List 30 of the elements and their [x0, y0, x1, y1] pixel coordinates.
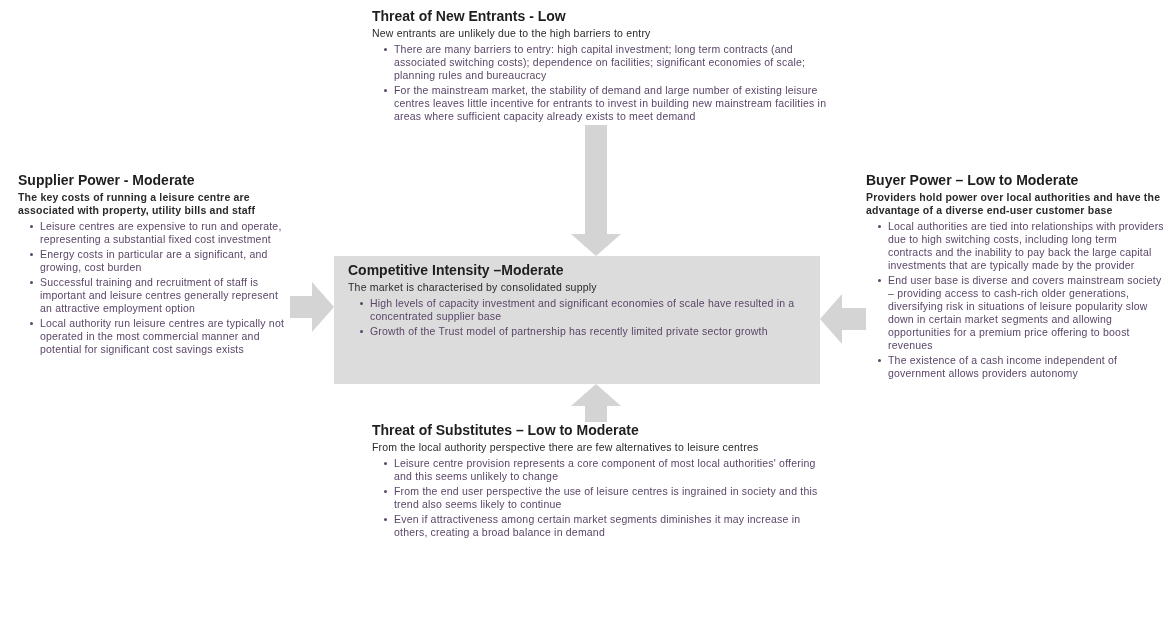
block-arrow — [571, 125, 621, 256]
section-heading: Buyer Power – Low to Moderate — [866, 172, 1080, 188]
summary-text: The key costs of running a leisure centre are associated with property, utility bills and staff — [18, 191, 257, 217]
bullet-point: Leisure centre provision represents a core component of most local authorities' offering and this seems unlikely to change — [394, 457, 816, 482]
section-heading: Supplier Power - Moderate — [18, 172, 196, 188]
bullet-point: Even if attractiveness among certain market segments diminishes it may increase in others, creating a broad balance in demand — [394, 513, 801, 538]
bullet-point: Successful training and recruitment of staff is important and leisure centres generally represent an attractive employment option — [40, 276, 278, 314]
section-heading: Threat of New Entrants - Low — [372, 8, 567, 24]
bullet-point: From the end user perspective the use of leisure centres is ingrained in society and this trend also seems likely to continue — [394, 485, 818, 510]
force-section — [866, 172, 1164, 382]
bullet-point: For the mainstream market, the stability of demand and large number of existing leisure centres leaves little incentive for entrants to invest in building new mainstream facilities in areas where sufficient capacity already exists to meet demand — [394, 84, 827, 122]
bullet-point: Local authority run leisure centres are typically not operated in the most commercial manner and potential for significant cost savings exists — [40, 317, 285, 355]
block-arrow — [290, 282, 334, 332]
section-heading: Threat of Substitutes – Low to Moderate — [372, 422, 640, 438]
block-arrow — [571, 384, 621, 422]
bullet-point: Local authorities are tied into relationships with providers due to high switching costs, including long term contracts and the inability to pay back the large capital investments that are typically made by the provider — [888, 220, 1164, 271]
summary-text: New entrants are unlikely due to the high barriers to entry — [372, 27, 652, 40]
bullet-point: The existence of a cash income independent of government allows providers autonomy — [888, 354, 1118, 379]
block-arrow — [820, 294, 866, 344]
bullet-point: There are many barriers to entry: high capital investment; long term contracts (and associated switching costs); dependence on facilities; significant economies of scale; planning rules and bureaucracy — [394, 43, 806, 81]
bullet-point: High levels of capacity investment and significant economies of scale have resulted in a concentrated supplier base — [370, 297, 795, 322]
bullet-point: End user base is diverse and covers mainstream society – providing access to cash-rich older generations, diversifying risk in situations of leisure popularity slow down in certain market segments and allowing opportunities for a premium price offering to boost revenues — [888, 274, 1162, 351]
summary-text: Providers hold power over local authorities and have the advantage of a diverse end-user customer base — [866, 191, 1162, 217]
bullet-point: Energy costs in particular are a significant, and growing, cost burden — [40, 248, 268, 273]
center-panel — [334, 256, 820, 384]
bullet-point: Leisure centres are expensive to run and operate, representing a substantial fixed cost investment — [40, 220, 282, 245]
section-heading: Competitive Intensity –Moderate — [348, 262, 565, 278]
bullet-point: Growth of the Trust model of partnership has recently limited private sector growth — [370, 325, 768, 337]
summary-text: From the local authority perspective there are few alternatives to leisure centres — [372, 441, 760, 454]
summary-text: The market is characterised by consolidated supply — [348, 281, 598, 294]
